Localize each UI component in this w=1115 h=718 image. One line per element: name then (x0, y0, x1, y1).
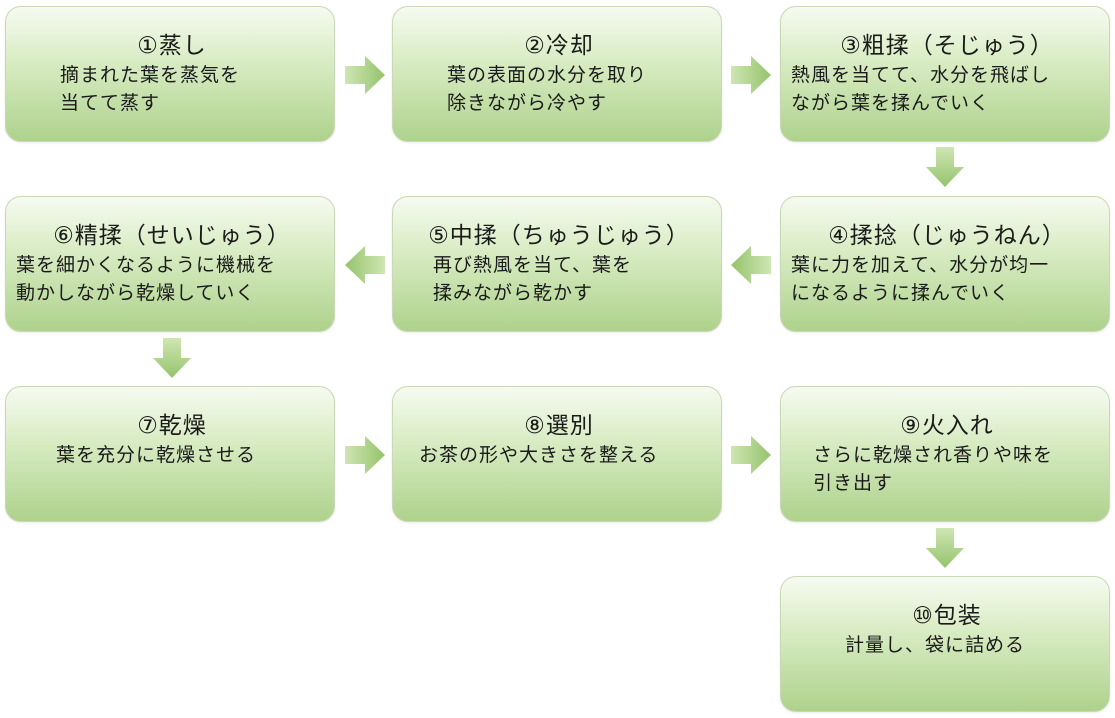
arrow-right-icon (731, 55, 771, 95)
step-description: 葉を充分に乾燥させる (56, 444, 257, 466)
step-title: ④揉捻（じゅうねん） (828, 223, 1066, 249)
step-6-final-rolling: ⑥精揉（せいじゅう） 葉を細かくなるように機械を 動かしながら乾燥していく (5, 196, 335, 332)
step-title: ③粗揉（そじゅう） (840, 33, 1054, 59)
step-description: 葉に力を加えて、水分が均一 になるように揉んでいく (791, 254, 1050, 304)
step-title: ⑤中揉（ちゅうじゅう） (428, 223, 690, 249)
step-description: 熱風を当てて、水分を飛ばし ながら葉を揉んでいく (791, 64, 1051, 114)
arrow-down-icon (925, 528, 965, 568)
step-description: 葉の表面の水分を取り 除きながら冷やす (447, 64, 648, 114)
step-title: ①蒸し (137, 33, 207, 59)
step-1-steaming: ①蒸し 摘まれた葉を蒸気を 当てて蒸す (5, 6, 335, 142)
step-title: ⑧選別 (524, 413, 594, 439)
arrow-right-icon (345, 435, 385, 475)
step-2-cooling: ②冷却 葉の表面の水分を取り 除きながら冷やす (392, 6, 722, 142)
step-title: ⑥精揉（せいじゅう） (53, 223, 291, 249)
step-title: ⑨火入れ (900, 413, 994, 439)
step-description: 葉を細かくなるように機械を 動かしながら乾燥していく (16, 254, 277, 304)
step-description: 摘まれた葉を蒸気を 当てて蒸す (60, 64, 241, 114)
step-description: 再び熱風を当て、葉を 揉みながら乾かす (433, 254, 633, 304)
arrow-left-icon (345, 245, 385, 285)
step-title: ⑦乾燥 (137, 413, 207, 439)
arrow-down-icon (152, 338, 192, 378)
step-4-rolling: ④揉捻（じゅうねん） 葉に力を加えて、水分が均一 になるように揉んでいく (780, 196, 1110, 332)
step-3-primary-rolling: ③粗揉（そじゅう） 熱風を当てて、水分を飛ばし ながら葉を揉んでいく (780, 6, 1110, 142)
step-7-drying: ⑦乾燥 葉を充分に乾燥させる (5, 386, 335, 522)
step-description: さらに乾燥され香りや味を 引き出す (813, 444, 1054, 494)
arrow-right-icon (731, 435, 771, 475)
arrow-down-icon (925, 147, 965, 187)
step-description: 計量し、袋に詰める (845, 634, 1026, 656)
step-10-packaging: ⑩包装 計量し、袋に詰める (780, 576, 1110, 712)
step-title: ⑩包装 (912, 603, 982, 629)
arrow-right-icon (345, 55, 385, 95)
step-title: ②冷却 (524, 33, 594, 59)
arrow-left-icon (731, 245, 771, 285)
step-5-middle-rolling: ⑤中揉（ちゅうじゅう） 再び熱風を当て、葉を 揉みながら乾かす (392, 196, 722, 332)
step-8-sorting: ⑧選別 お茶の形や大きさを整える (392, 386, 722, 522)
step-9-firing: ⑨火入れ さらに乾燥され香りや味を 引き出す (780, 386, 1110, 522)
step-description: お茶の形や大きさを整える (419, 444, 659, 466)
